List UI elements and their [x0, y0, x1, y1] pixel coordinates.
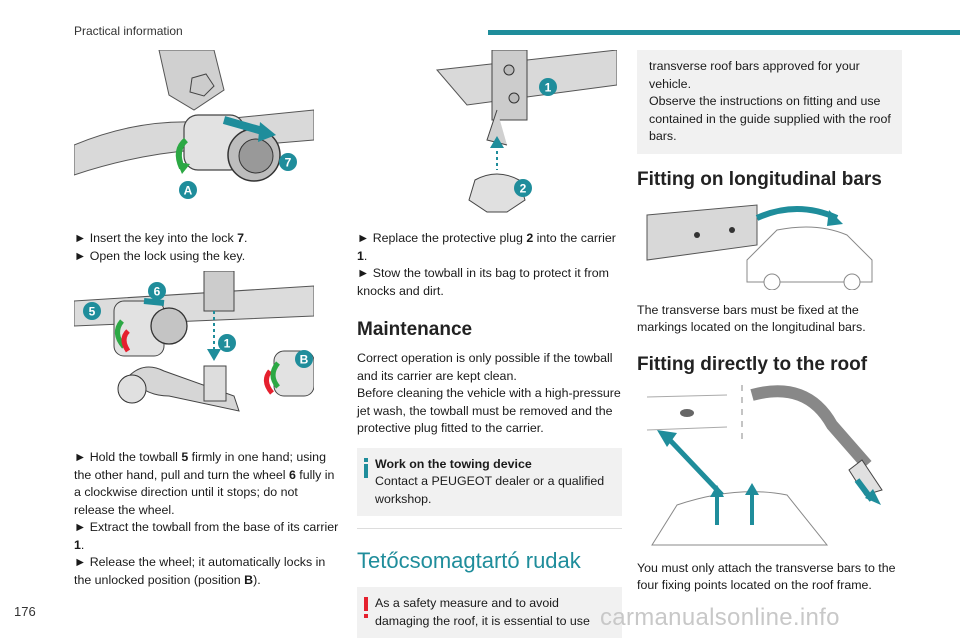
callout-6: 6	[154, 285, 161, 299]
roof-bars-box-text-2: Observe the instructions on fitting and …	[649, 94, 891, 143]
page-number: 176	[14, 604, 36, 619]
callout-1: 1	[545, 81, 552, 95]
direct-roof-text: You must only attach the transverse bars…	[637, 560, 896, 593]
warning-box-continued: transverse roof bars approved for your v…	[637, 50, 902, 154]
step-release-wheel: ► Release the wheel; it automatically lo…	[74, 555, 326, 587]
direct-roof-illustration	[646, 384, 883, 545]
info-note-text: Contact a PEUGEOT dealer or a qualified …	[375, 474, 605, 506]
warning-box: As a safety measure and to avoid damagin…	[357, 587, 622, 638]
step-stow-towball: ► Stow the towball in its bag to protect…	[357, 266, 609, 298]
column-1: 7 A ► Insert the key into the lock 7. ► …	[74, 50, 339, 589]
column-3: transverse roof bars approved for your v…	[637, 50, 902, 595]
maintenance-heading: Maintenance	[357, 319, 473, 340]
warning-text: As a safety measure and to avoid damagin…	[375, 596, 590, 628]
info-note-box: Work on the towing device Contact a PEUG…	[357, 447, 622, 516]
running-header: Practical information	[74, 24, 183, 38]
info-note-title: Work on the towing device	[375, 456, 532, 471]
callout-7: 7	[285, 156, 292, 170]
header-accent-bar	[488, 30, 960, 35]
warning-icon	[363, 597, 369, 619]
towball-removal-illustration: 5 6 1 B	[74, 271, 314, 412]
longitudinal-bars-text: The transverse bars must be fixed at the…	[637, 302, 866, 335]
roof-bars-box-text-1: transverse roof bars approved for your v…	[649, 59, 860, 91]
callout-1: 1	[224, 337, 231, 351]
section-divider	[357, 528, 622, 529]
callout-5: 5	[89, 305, 96, 319]
callout-2: 2	[520, 182, 527, 196]
protective-plug-illustration: 1 2	[436, 50, 617, 213]
step-insert-key: ► Insert the key into the lock 7.	[74, 231, 248, 245]
column-2: 1 2 ► Replace the protective plug 2 into…	[357, 50, 622, 638]
info-icon	[363, 457, 369, 480]
step-open-lock: ► Open the lock using the key.	[74, 248, 246, 263]
step-hold-towball: ► Hold the towball 5 firmly in one hand;…	[74, 450, 335, 517]
longitudinal-bars-heading: Fitting on longitudinal bars	[637, 168, 882, 190]
callout-b: B	[300, 353, 309, 367]
step-replace-plug: ► Replace the protective plug 2 into the…	[357, 231, 616, 263]
longitudinal-bars-illustration	[646, 203, 873, 290]
maintenance-text-2: Before cleaning the vehicle with a high-…	[357, 386, 621, 435]
callout-a: A	[184, 184, 193, 198]
direct-roof-heading: Fitting directly to the roof	[637, 353, 868, 375]
watermark: carmanualsonline.info	[600, 604, 840, 631]
roof-bars-heading: Tetőcsomagtartó rudak	[357, 548, 581, 573]
step-extract-towball: ► Extract the towball from the base of i…	[74, 520, 339, 552]
lock-key-illustration: 7 A	[74, 50, 314, 199]
maintenance-text-1: Correct operation is only possible if th…	[357, 351, 613, 383]
